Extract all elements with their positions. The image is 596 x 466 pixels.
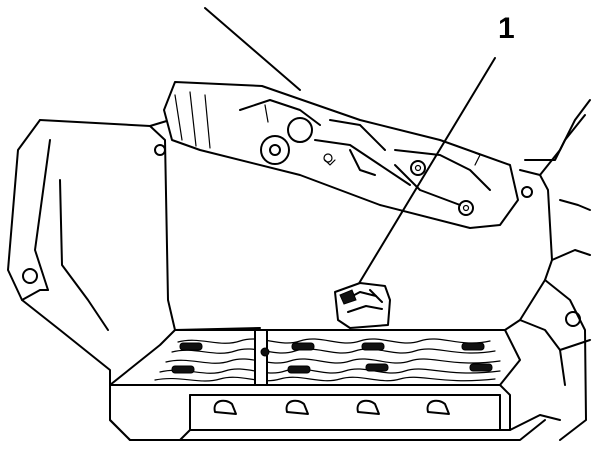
part-1	[334, 282, 391, 329]
sill-plate	[109, 384, 561, 441]
leader-lines	[204, 7, 496, 291]
mounting-holes	[22, 144, 581, 327]
callout-number-1: 1	[498, 12, 515, 45]
floor-strip	[109, 329, 521, 386]
opening-with-mechanism	[163, 81, 519, 229]
